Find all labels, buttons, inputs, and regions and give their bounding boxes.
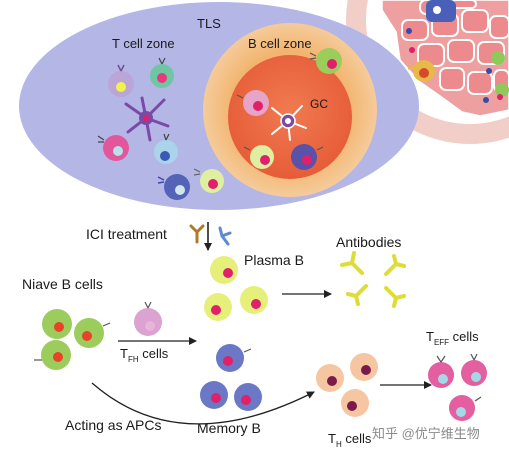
naive-b-cell — [34, 340, 71, 370]
antibody-icon — [384, 254, 406, 276]
th-cell — [341, 389, 369, 417]
gc-label: GC — [310, 97, 328, 111]
memory-b-group: Memory B — [197, 344, 262, 436]
naive-b-cell — [74, 318, 111, 348]
plasma-b-cell — [204, 293, 232, 321]
b-cell-zone-label: B cell zone — [248, 36, 312, 51]
follicular-dendritic-cell — [271, 105, 307, 141]
antibody-icon — [384, 286, 406, 308]
naive-b-group: Niave B cells — [22, 276, 111, 370]
watermark-text: 知乎 @优宁维生物 — [372, 426, 480, 441]
tissue-immune-cell — [491, 51, 505, 65]
antibody-icon — [340, 251, 364, 275]
antibody-icon — [346, 284, 368, 306]
gc-b-cell — [291, 144, 324, 170]
t-cell-zone-label: T cell zone — [112, 36, 175, 51]
tissue-cell — [439, 67, 465, 91]
th-cell — [316, 364, 344, 392]
tls-t-cell — [97, 135, 129, 161]
th-cell — [350, 353, 378, 381]
tfh-label: TFH cells — [120, 346, 169, 364]
tls-t-cell — [108, 64, 134, 97]
tissue-cell — [401, 19, 429, 41]
tissue-cell — [467, 71, 493, 95]
teff-label: TEFF cells — [426, 329, 479, 347]
antibodies-group: Antibodies — [336, 234, 406, 308]
tls-structure: TLS T cell zone B cell zone GC — [19, 2, 419, 210]
memory-b-cell — [234, 383, 262, 411]
tissue-cell — [447, 39, 475, 63]
gc-b-cell — [236, 90, 269, 116]
apc-curved-arrow — [91, 382, 315, 425]
tls-t-cell — [150, 57, 174, 88]
plasma-b-cell — [240, 286, 268, 314]
ici-treatment: ICI treatment — [86, 222, 232, 251]
tls-b-cell — [157, 174, 190, 200]
tfh-cell — [134, 301, 162, 336]
ici-antibody-icon — [189, 224, 232, 246]
memory-b-cell — [200, 381, 228, 409]
naive-b-label: Niave B cells — [22, 276, 103, 292]
tfh-group: TFH cells — [118, 301, 197, 364]
teff-cell — [428, 355, 454, 388]
antibodies-label: Antibodies — [336, 234, 401, 250]
th-group: TH cells — [316, 353, 432, 449]
plasma-b-cell — [210, 256, 238, 284]
memory-b-label: Memory B — [197, 420, 261, 436]
teff-cell — [449, 395, 482, 421]
naive-b-cell — [42, 309, 72, 339]
memory-b-cell — [216, 344, 252, 372]
dendritic-cell — [124, 96, 170, 142]
teff-group: TEFF cells — [426, 329, 487, 421]
apc-pathway: Acting as APCs — [65, 382, 315, 433]
tissue-immune-cell — [495, 83, 509, 97]
acting-as-apcs-label: Acting as APCs — [65, 417, 162, 433]
tissue-cell-cluster — [381, 0, 509, 117]
plasma-b-group: Plasma B — [204, 252, 332, 321]
tls-label: TLS — [197, 16, 221, 31]
tissue-immune-cell — [426, 0, 456, 22]
teff-cell — [461, 353, 487, 386]
tls-t-cell — [154, 133, 178, 164]
ici-treatment-label: ICI treatment — [86, 226, 167, 242]
tissue-cell — [461, 9, 489, 33]
tissue-cell — [489, 15, 509, 39]
tls-b-cell — [309, 48, 342, 74]
plasma-b-label: Plasma B — [244, 252, 304, 268]
tls-b-cell — [193, 168, 224, 193]
gc-b-cell — [243, 145, 274, 169]
th-label: TH cells — [328, 431, 372, 449]
